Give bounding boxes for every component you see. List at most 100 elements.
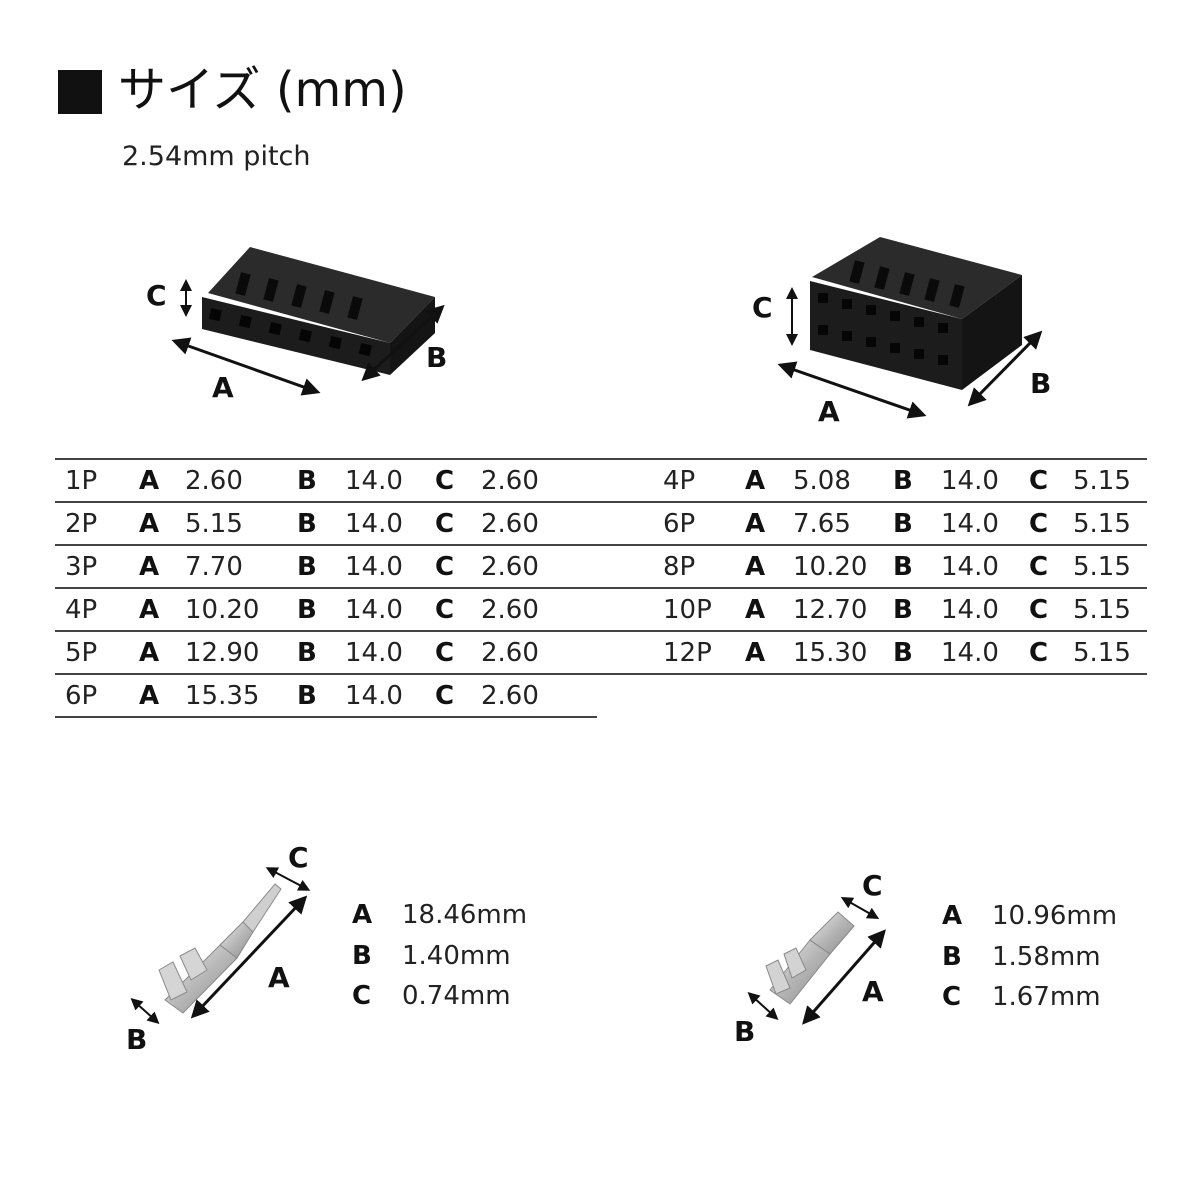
table-rule xyxy=(597,501,1147,503)
table-rule xyxy=(597,673,1147,675)
table-row: 12P A 15.30 B 14.0 C 5.15 xyxy=(597,632,1147,675)
single-row-size-table: 1P A 2.60 B 14.0 C 2.60 2P A 5.15 B 14.0… xyxy=(55,458,597,718)
key-b: B xyxy=(297,681,317,711)
table-rule xyxy=(55,587,597,589)
value-b: 14.0 xyxy=(345,552,403,582)
key-c: C xyxy=(1029,466,1049,496)
table-row: 1P A 2.60 B 14.0 C 2.60 xyxy=(55,460,597,503)
key-a: A xyxy=(745,509,766,539)
table-row: 4P A 10.20 B 14.0 C 2.60 xyxy=(55,589,597,632)
key-b: B xyxy=(297,552,317,582)
spec-row: A 10.96mm xyxy=(942,901,1162,941)
table-rule xyxy=(55,630,597,632)
value-a: 2.60 xyxy=(185,466,243,496)
spec-key: B xyxy=(942,942,962,972)
spec-key: C xyxy=(942,982,962,1012)
key-a: A xyxy=(745,552,766,582)
value-a: 10.20 xyxy=(793,552,868,582)
value-a: 12.90 xyxy=(185,638,260,668)
value-c: 5.15 xyxy=(1073,595,1131,625)
spec-value: 1.67mm xyxy=(992,982,1101,1012)
table-rule xyxy=(55,458,597,460)
key-b: B xyxy=(893,466,913,496)
table-rule xyxy=(597,458,1147,460)
table-rule xyxy=(597,544,1147,546)
single-housing-label-a: A xyxy=(212,371,234,404)
spec-row: B 1.58mm xyxy=(942,942,1162,982)
pin-count: 12P xyxy=(663,638,712,668)
key-c: C xyxy=(1029,509,1049,539)
table-row: 6P A 15.35 B 14.0 C 2.60 xyxy=(55,675,597,718)
short-terminal-label-a: A xyxy=(862,975,884,1008)
key-a: A xyxy=(139,466,160,496)
single-housing-label-c: C xyxy=(146,279,167,312)
value-b: 14.0 xyxy=(345,466,403,496)
key-c: C xyxy=(1029,638,1049,668)
spec-value: 0.74mm xyxy=(402,981,511,1011)
table-row: 4P A 5.08 B 14.0 C 5.15 xyxy=(597,460,1147,503)
table-row: 3P A 7.70 B 14.0 C 2.60 xyxy=(55,546,597,589)
value-b: 14.0 xyxy=(941,509,999,539)
table-row: 5P A 12.90 B 14.0 C 2.60 xyxy=(55,632,597,675)
value-b: 14.0 xyxy=(345,595,403,625)
table-rule xyxy=(55,716,597,718)
value-c: 5.15 xyxy=(1073,638,1131,668)
key-a: A xyxy=(139,552,160,582)
value-a: 5.08 xyxy=(793,466,851,496)
pin-count: 4P xyxy=(65,595,98,625)
pin-count: 10P xyxy=(663,595,712,625)
value-a: 15.30 xyxy=(793,638,868,668)
key-a: A xyxy=(139,595,160,625)
value-b: 14.0 xyxy=(345,681,403,711)
pin-count: 2P xyxy=(65,509,98,539)
long-terminal-label-c: C xyxy=(288,841,309,874)
value-c: 2.60 xyxy=(481,466,539,496)
key-c: C xyxy=(435,681,455,711)
key-a: A xyxy=(745,466,766,496)
pin-count: 5P xyxy=(65,638,98,668)
value-b: 14.0 xyxy=(941,552,999,582)
value-b: 14.0 xyxy=(941,466,999,496)
value-b: 14.0 xyxy=(941,638,999,668)
spec-row: B 1.40mm xyxy=(352,941,572,981)
pin-count: 6P xyxy=(663,509,696,539)
value-b: 14.0 xyxy=(941,595,999,625)
spec-key: C xyxy=(352,981,372,1011)
table-rule xyxy=(597,587,1147,589)
spec-row: C 0.74mm xyxy=(352,981,572,1021)
long-terminal-label-b: B xyxy=(126,1023,148,1056)
spec-row: C 1.67mm xyxy=(942,982,1162,1022)
long-terminal-image xyxy=(130,867,311,1025)
value-a: 7.65 xyxy=(793,509,851,539)
key-c: C xyxy=(435,509,455,539)
pin-count: 8P xyxy=(663,552,696,582)
key-a: A xyxy=(139,638,160,668)
key-b: B xyxy=(297,509,317,539)
key-b: B xyxy=(297,466,317,496)
value-c: 5.15 xyxy=(1073,552,1131,582)
key-b: B xyxy=(297,595,317,625)
key-c: C xyxy=(1029,552,1049,582)
table-row: 2P A 5.15 B 14.0 C 2.60 xyxy=(55,503,597,546)
table-rule xyxy=(55,501,597,503)
value-c: 5.15 xyxy=(1073,466,1131,496)
spec-key: A xyxy=(352,900,373,930)
spec-value: 10.96mm xyxy=(992,901,1118,931)
title-square-icon xyxy=(58,70,102,114)
value-a: 15.35 xyxy=(185,681,260,711)
spec-key: A xyxy=(942,901,963,931)
value-a: 12.70 xyxy=(793,595,868,625)
key-a: A xyxy=(745,638,766,668)
table-rule xyxy=(55,544,597,546)
key-c: C xyxy=(435,638,455,668)
spec-value: 18.46mm xyxy=(402,900,528,930)
pin-count: 1P xyxy=(65,466,98,496)
value-c: 2.60 xyxy=(481,552,539,582)
table-rule xyxy=(55,673,597,675)
short-terminal-image xyxy=(747,897,886,1025)
key-b: B xyxy=(893,595,913,625)
double-housing-label-c: C xyxy=(752,291,773,324)
value-a: 7.70 xyxy=(185,552,243,582)
value-c: 5.15 xyxy=(1073,509,1131,539)
double-row-housing-image xyxy=(777,237,1043,419)
